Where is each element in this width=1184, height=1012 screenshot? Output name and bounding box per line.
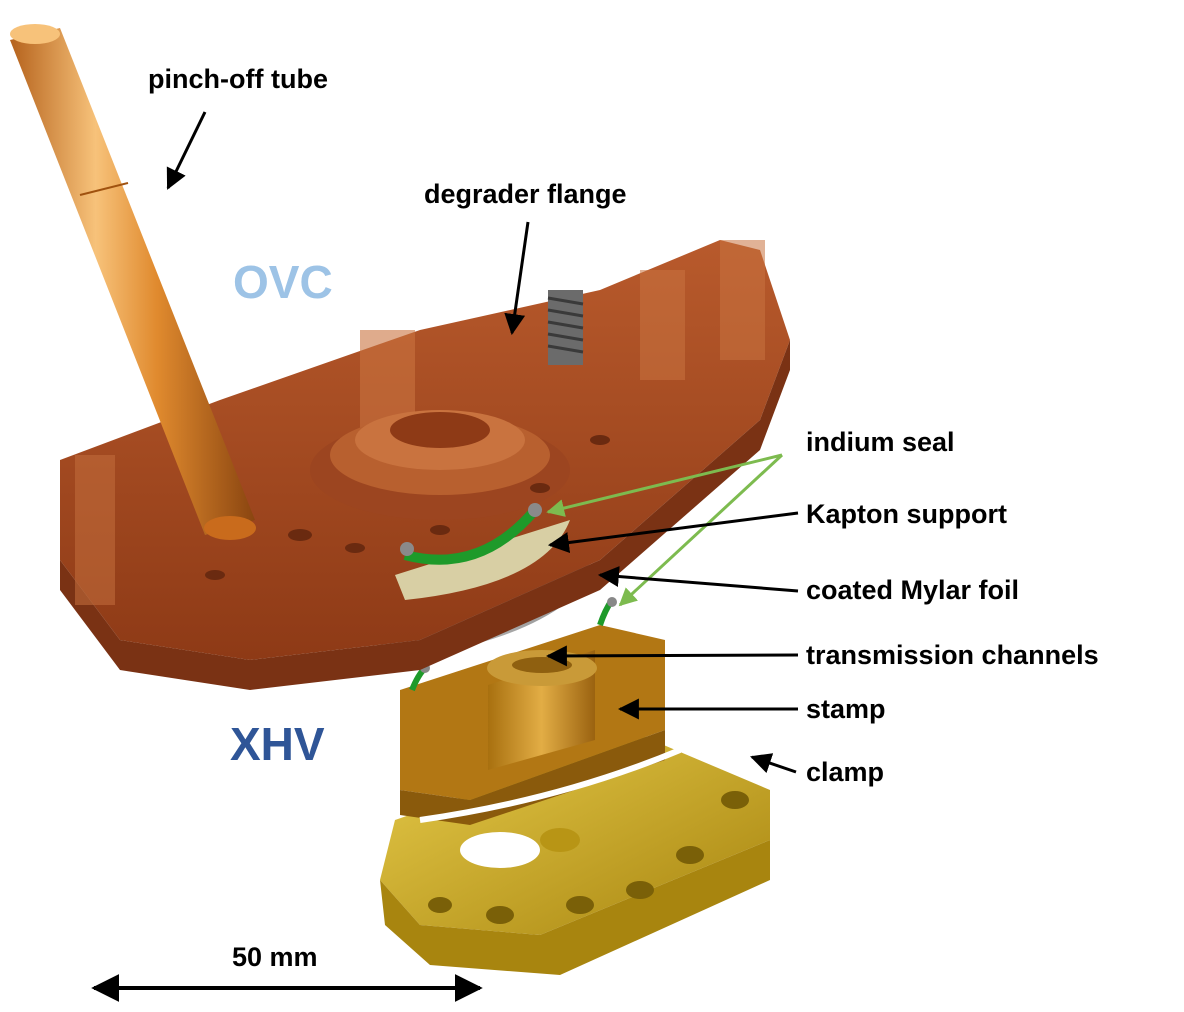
degrader-flange-arrow — [504, 221, 530, 336]
kapton-support-arrow — [547, 511, 799, 553]
coated-mylar-foil-label: coated Mylar foil — [806, 575, 1019, 605]
indium-seal-lower-right-end — [607, 597, 617, 607]
indium-seal-arrow-upper — [546, 453, 783, 517]
scale-bar-label: 50 mm — [232, 942, 318, 972]
coated-mylar-foil-arrow — [597, 566, 799, 593]
xhv-label: XHV — [230, 718, 325, 770]
kapton-support-label: Kapton support — [806, 499, 1007, 529]
pinch-off-tube-label: pinch-off tube — [148, 64, 328, 94]
stamp-label: stamp — [806, 694, 886, 724]
indium-seal-upper-left-end — [400, 542, 414, 556]
transmission-channels-label: transmission channels — [806, 640, 1099, 670]
degrader-flange-label: degrader flange — [424, 179, 627, 209]
degrader-flange-part — [60, 240, 790, 690]
transmission-channels-arrow — [545, 645, 799, 667]
stamp-part — [400, 625, 682, 825]
indium-seal-label: indium seal — [806, 427, 955, 457]
spring-part — [547, 290, 584, 365]
kapton-support-part — [395, 520, 570, 600]
ovc-label: OVC — [233, 256, 333, 308]
clamp-arrow — [750, 753, 797, 774]
pinch-off-tube-arrow — [166, 111, 207, 190]
clamp-label: clamp — [806, 757, 884, 787]
indium-seal-upper — [403, 506, 539, 565]
clamp-part — [380, 735, 770, 975]
indium-seal-upper-right-end — [528, 503, 542, 517]
pinch-off-tube-part — [10, 24, 256, 540]
